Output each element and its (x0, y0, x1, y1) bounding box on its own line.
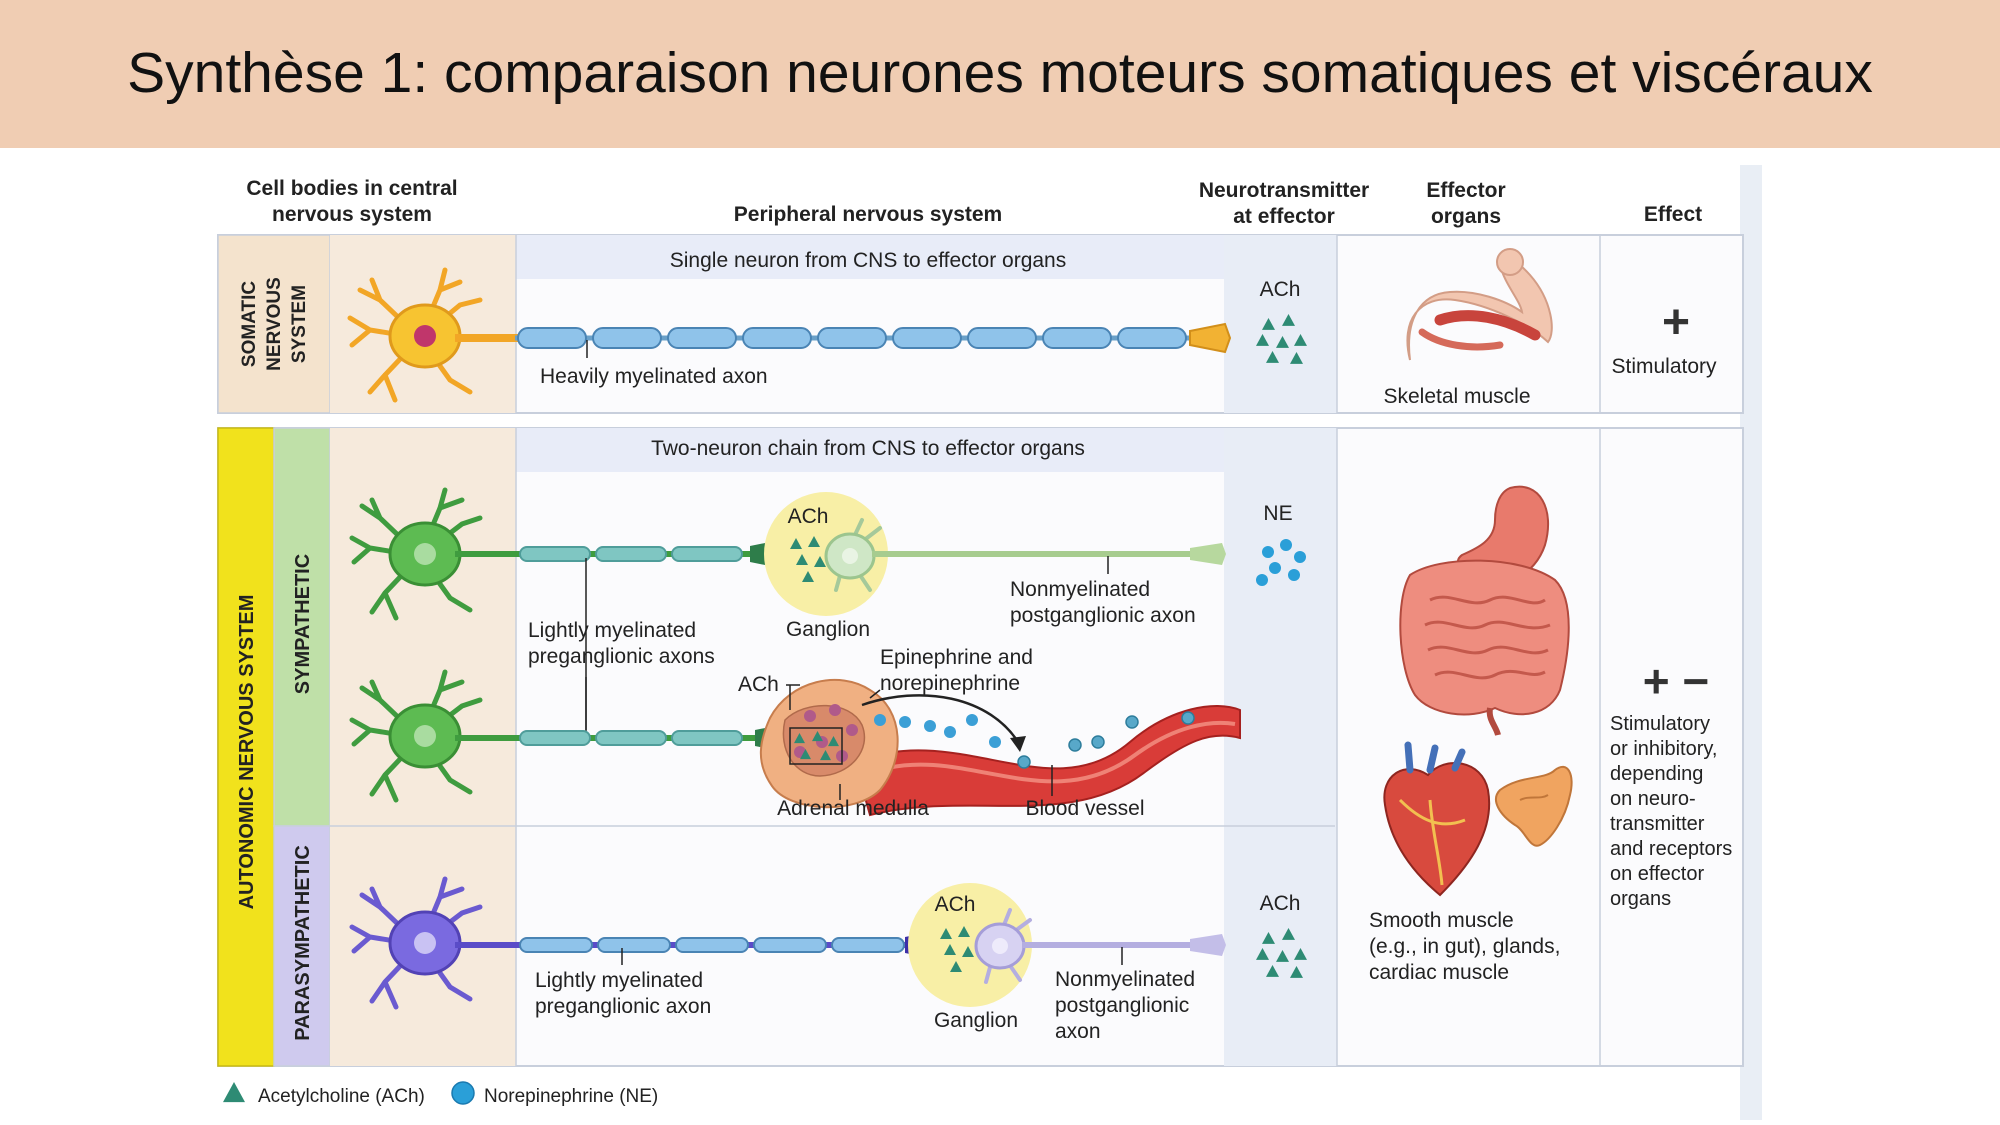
somatic-label-2: NERVOUS (264, 277, 285, 371)
autonomic-effect-line-2: or inhibitory, (1610, 738, 1717, 760)
ne-legend-icon (451, 1081, 475, 1105)
parasympathetic-label-band (273, 825, 331, 1067)
somatic-effect-symbol: + (1662, 296, 1690, 349)
parasympathetic-post-label-2: postganglionic (1055, 994, 1189, 1017)
adrenal-medulla-label: Adrenal medulla (777, 797, 929, 820)
somatic-nucleus (414, 325, 436, 347)
epinephrine-label: Epinephrine and (880, 646, 1033, 669)
somatic-caption-band (516, 235, 1224, 279)
epinephrine-label-2: norepinephrine (880, 672, 1020, 695)
sympathetic-adrenal-myelin (519, 730, 743, 746)
sympathetic-nucleus (414, 543, 436, 565)
autonomic-effect-line-6: and receptors (1610, 838, 1732, 860)
sympathetic-label: SYMPATHETIC (292, 554, 314, 694)
header-effect: Effect (1644, 203, 1702, 226)
sympathetic-myelin-sheath (519, 546, 743, 562)
autonomic-effect-line-3: depending (1610, 763, 1703, 785)
autonomic-effector-label-2: (e.g., in gut), glands, (1369, 935, 1560, 958)
page-title: Synthèse 1: comparaison neurones moteurs… (127, 41, 1873, 105)
title-bar (0, 0, 2000, 148)
autonomic-effect-line-8: organs (1610, 888, 1671, 910)
sympathetic-ganglion-nt: ACh (788, 505, 829, 528)
autonomic-effector-label-3: cardiac muscle (1369, 961, 1509, 984)
somatic-label-3: SYSTEM (289, 285, 310, 363)
autonomic-effect-line-5: transmitter (1610, 813, 1705, 835)
autonomic-effector-label: Smooth muscle (1369, 909, 1514, 932)
somatic-effector-label: Skeletal muscle (1383, 385, 1530, 408)
sympathetic-post-label-2: postganglionic axon (1010, 604, 1196, 627)
legend-ne: Norepinephrine (NE) (484, 1086, 658, 1107)
header-cell-bodies: Cell bodies in central (246, 177, 457, 200)
skeletal-muscle-illustration (1406, 248, 1553, 361)
sympathetic-ganglion-label: Ganglion (786, 618, 870, 641)
autonomic-effect-line-4: on neuro- (1610, 788, 1696, 810)
autonomic-effect-line-7: on effector (1610, 863, 1704, 885)
sympathetic-post-label: Nonmyelinated (1010, 578, 1150, 601)
parasympathetic-ganglion-halo (908, 883, 1032, 1007)
hormone-release-arrow (861, 694, 1022, 746)
sympathetic-label-band (273, 427, 331, 827)
parasympathetic-post-label: Nonmyelinated (1055, 968, 1195, 991)
somatic-effect-label: Stimulatory (1611, 355, 1717, 378)
heart-illustration (1383, 741, 1491, 897)
parasympathetic-ganglion-nt: ACh (935, 893, 976, 916)
adrenal-nt-label: ACh (738, 673, 779, 696)
digestive-tract-illustration (1399, 485, 1570, 736)
somatic-label-band (217, 234, 331, 414)
parasympathetic-nt-label: ACh (1260, 892, 1301, 915)
header-neurotransmitter-2: at effector (1233, 205, 1335, 228)
sympathetic-ne-molecules (1256, 539, 1306, 586)
header-neurotransmitter: Neurotransmitter (1199, 179, 1369, 202)
blood-vessel-label: Blood vessel (1025, 797, 1144, 820)
page-edge (1740, 165, 1762, 1120)
somatic-section: SOMATIC NERVOUS SYSTEM Single neuron fro… (217, 234, 1744, 414)
somatic-nt-band (1224, 235, 1337, 413)
sympathetic-adrenal-neuron (349, 669, 483, 803)
parasympathetic-myelin-sheath (519, 937, 905, 953)
autonomic-caption: Two-neuron chain from CNS to effector or… (651, 437, 1085, 460)
parasympathetic-label: PARASYMPATHETIC (292, 845, 314, 1041)
autonomic-section: AUTONOMIC NERVOUS SYSTEM SYMPATHETIC PAR… (217, 427, 1744, 1067)
somatic-axon-label: Heavily myelinated axon (540, 365, 768, 388)
header-effector: Effector (1426, 179, 1505, 202)
somatic-axon-terminal (1189, 322, 1232, 354)
somatic-label: SOMATIC (239, 281, 260, 367)
parasympathetic-post-label-3: axon (1055, 1020, 1101, 1043)
autonomic-caption-band (516, 428, 1224, 472)
autonomic-effect-symbol: + − (1643, 655, 1710, 707)
autonomic-effect-line-1: Stimulatory (1610, 713, 1710, 735)
legend-ach: Acetylcholine (ACh) (258, 1086, 425, 1107)
gland-illustration (1495, 765, 1573, 847)
sympathetic-nt-label: NE (1263, 502, 1292, 525)
blood-vessel-molecules (1017, 711, 1195, 769)
autonomic-label-band (217, 427, 275, 1067)
sympathetic-pre-label-2: preganglionic axons (528, 645, 715, 668)
autonomic-label: AUTONOMIC NERVOUS SYSTEM (236, 595, 258, 910)
parasympathetic-ganglion-label: Ganglion (934, 1009, 1018, 1032)
somatic-nt-label: ACh (1260, 278, 1301, 301)
parasympathetic-pre-label-2: preganglionic axon (535, 995, 711, 1018)
adrenal-hormone-molecules (874, 714, 1001, 748)
header-pns: Peripheral nervous system (734, 203, 1002, 226)
somatic-caption: Single neuron from CNS to effector organ… (670, 249, 1067, 272)
sympathetic-postganglionic-terminal (1190, 543, 1226, 565)
header-cell-bodies-2: nervous system (272, 203, 432, 226)
parasympathetic-pre-label: Lightly myelinated (535, 969, 703, 992)
header-effector-2: organs (1431, 205, 1501, 228)
legend: Acetylcholine (ACh) Norepinephrine (NE) (223, 1081, 658, 1107)
sympathetic-pre-label: Lightly myelinated (528, 619, 696, 642)
somatic-myelin-sheath (517, 327, 1187, 349)
